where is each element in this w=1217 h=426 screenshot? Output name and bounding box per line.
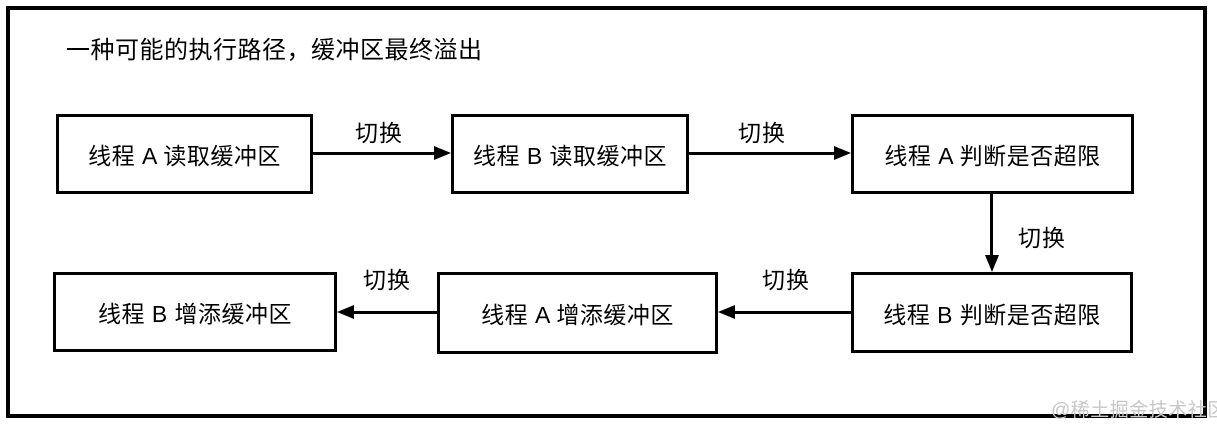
arrowhead-right-icon bbox=[434, 146, 451, 160]
edge-line-b-read-to-a-check bbox=[689, 152, 834, 155]
diagram-title: 一种可能的执行路径，缓冲区最终溢出 bbox=[66, 37, 483, 64]
edge-label-switch-5: 切换 bbox=[363, 267, 411, 293]
edge-label-switch-1: 切换 bbox=[355, 120, 403, 146]
diagram-border bbox=[6, 6, 1207, 418]
edge-label-switch-3: 切换 bbox=[1018, 225, 1066, 251]
node-thread-a-check: 线程 A 判断是否超限 bbox=[851, 114, 1134, 194]
node-thread-a-read: 线程 A 读取缓冲区 bbox=[56, 114, 313, 194]
arrowhead-left-icon bbox=[718, 305, 735, 319]
edge-line-b-check-to-a-append bbox=[735, 311, 851, 314]
arrowhead-right-icon bbox=[834, 146, 851, 160]
node-thread-b-check: 线程 B 判断是否超限 bbox=[851, 272, 1133, 353]
edge-label-switch-2: 切换 bbox=[738, 120, 786, 146]
arrowhead-down-icon bbox=[985, 255, 999, 272]
edge-line-a-append-to-b-append bbox=[354, 311, 437, 314]
node-thread-b-read: 线程 B 读取缓冲区 bbox=[451, 114, 689, 194]
watermark: @稀土掘金技术社区 bbox=[1051, 400, 1217, 421]
edge-line-a-read-to-b-read bbox=[313, 152, 436, 155]
node-thread-b-append: 线程 B 增添缓冲区 bbox=[53, 272, 337, 352]
arrowhead-left-icon bbox=[337, 305, 354, 319]
edge-line-a-check-to-b-check bbox=[990, 194, 993, 255]
node-thread-a-append: 线程 A 增添缓冲区 bbox=[437, 272, 718, 354]
edge-label-switch-4: 切换 bbox=[762, 267, 810, 293]
